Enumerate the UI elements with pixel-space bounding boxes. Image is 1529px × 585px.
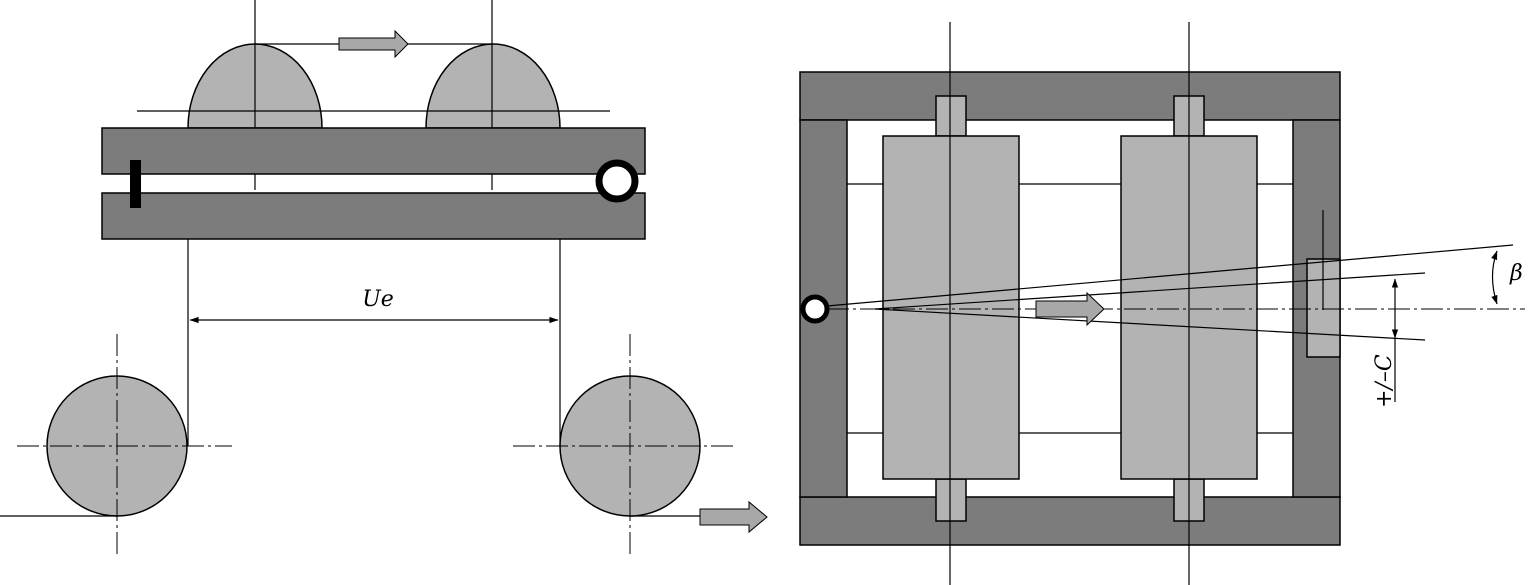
- upper-limit-line: [874, 272, 1426, 310]
- angle-beta-line: [826, 244, 1514, 307]
- ue-label: Ue: [362, 287, 394, 312]
- web-direction-arrow-icon: [338, 29, 409, 59]
- roller-shaft: [935, 478, 967, 522]
- swing-frame-lower-plate: [101, 192, 646, 240]
- fixed-end-bar: [130, 160, 141, 208]
- roller-shaft: [935, 95, 967, 137]
- top-view: +/–C β: [799, 22, 1525, 585]
- frame-bottom-bar: [799, 496, 1341, 546]
- top-view-roller-left: [882, 135, 1020, 480]
- angle-arc: [1491, 250, 1498, 305]
- beta-label: β: [1509, 261, 1523, 286]
- side-view: Ue: [0, 0, 768, 558]
- frame-top-bar: [799, 71, 1341, 121]
- upper-guide-roller-right: [425, 43, 561, 129]
- swing-frame-upper-plate: [101, 127, 646, 175]
- pivot-point-icon: [800, 294, 830, 324]
- web-direction-arrow-icon: [699, 500, 768, 534]
- web-direction-arrow-icon: [1035, 291, 1105, 327]
- pivot-icon: [595, 159, 639, 203]
- lower-limit-line: [874, 308, 1426, 341]
- offset-label: +/–C: [1372, 354, 1397, 408]
